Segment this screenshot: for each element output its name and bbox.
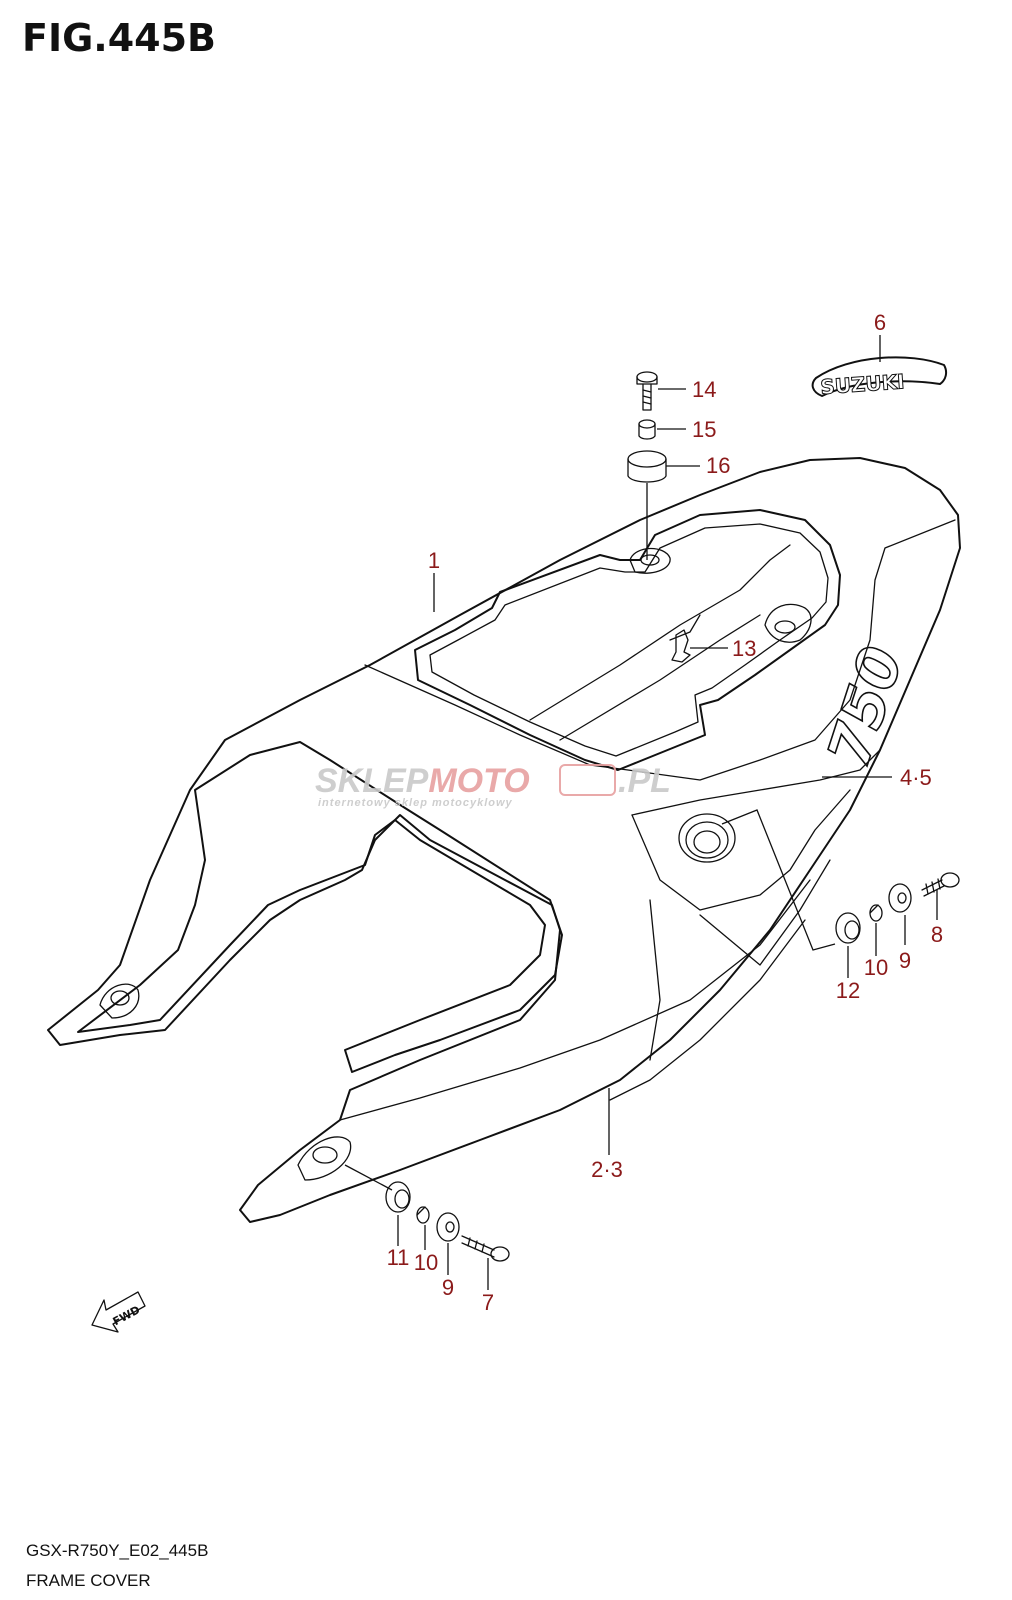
callout-11: 11 — [387, 1245, 410, 1270]
frame-cover-part — [47, 457, 961, 1223]
watermark-tagline: internetowy sklep motocyklowy — [318, 797, 513, 809]
clip-13 — [671, 629, 691, 663]
callout-1: 1 — [428, 548, 440, 573]
suzuki-emblem-part: SUZUKI — [811, 356, 948, 400]
screw-8 — [921, 872, 960, 897]
watermark: SKLEPMOTO .PL internetowy sklep motocykl… — [315, 762, 671, 809]
section-name: FRAME COVER — [26, 1571, 151, 1590]
callout-6: 6 — [874, 310, 886, 335]
callout-9-right: 9 — [899, 948, 911, 973]
callout-4-5: 4·5 — [900, 765, 932, 790]
fwd-arrow-icon: FWD — [91, 1291, 146, 1333]
spacer-15 — [638, 419, 656, 440]
callout-12: 12 — [836, 978, 860, 1003]
model-code: GSX-R750Y_E02_445B — [26, 1541, 209, 1560]
callout-16: 16 — [706, 453, 730, 478]
callout-8: 8 — [931, 922, 943, 947]
figure-footer: GSX-R750Y_E02_445B FRAME COVER — [26, 1536, 208, 1596]
cover-marking-750: 750 — [814, 639, 916, 775]
spacer-10-right — [869, 904, 883, 922]
grommet-12 — [835, 912, 861, 944]
callout-10-right: 10 — [864, 955, 888, 980]
cushion-16 — [627, 450, 667, 483]
watermark-brand-red: MOTO — [428, 762, 529, 800]
grommet-11 — [385, 1181, 411, 1213]
watermark-brand-grey: SKLEP — [315, 762, 429, 800]
callout-7: 7 — [482, 1290, 494, 1315]
svg-text:SKLEPMOTO: SKLEPMOTO — [315, 762, 530, 800]
spacer-10-front — [416, 1206, 430, 1224]
callout-9-front: 9 — [442, 1275, 454, 1300]
screw-7 — [461, 1235, 510, 1262]
callout-15: 15 — [692, 417, 716, 442]
callout-14: 14 — [692, 377, 716, 402]
fwd-label: FWD — [111, 1303, 143, 1328]
watermark-brand-end: .PL — [618, 762, 671, 800]
callout-13: 13 — [732, 636, 756, 661]
callout-2-3: 2·3 — [591, 1157, 623, 1182]
watermark-badge — [559, 764, 616, 796]
callout-10-front: 10 — [414, 1250, 438, 1275]
emblem-text: SUZUKI — [820, 369, 906, 399]
washer-9-front — [436, 1212, 460, 1242]
figure-title: FIG.445B — [22, 16, 217, 60]
screw-14 — [636, 371, 658, 411]
washer-9-right — [888, 883, 912, 913]
